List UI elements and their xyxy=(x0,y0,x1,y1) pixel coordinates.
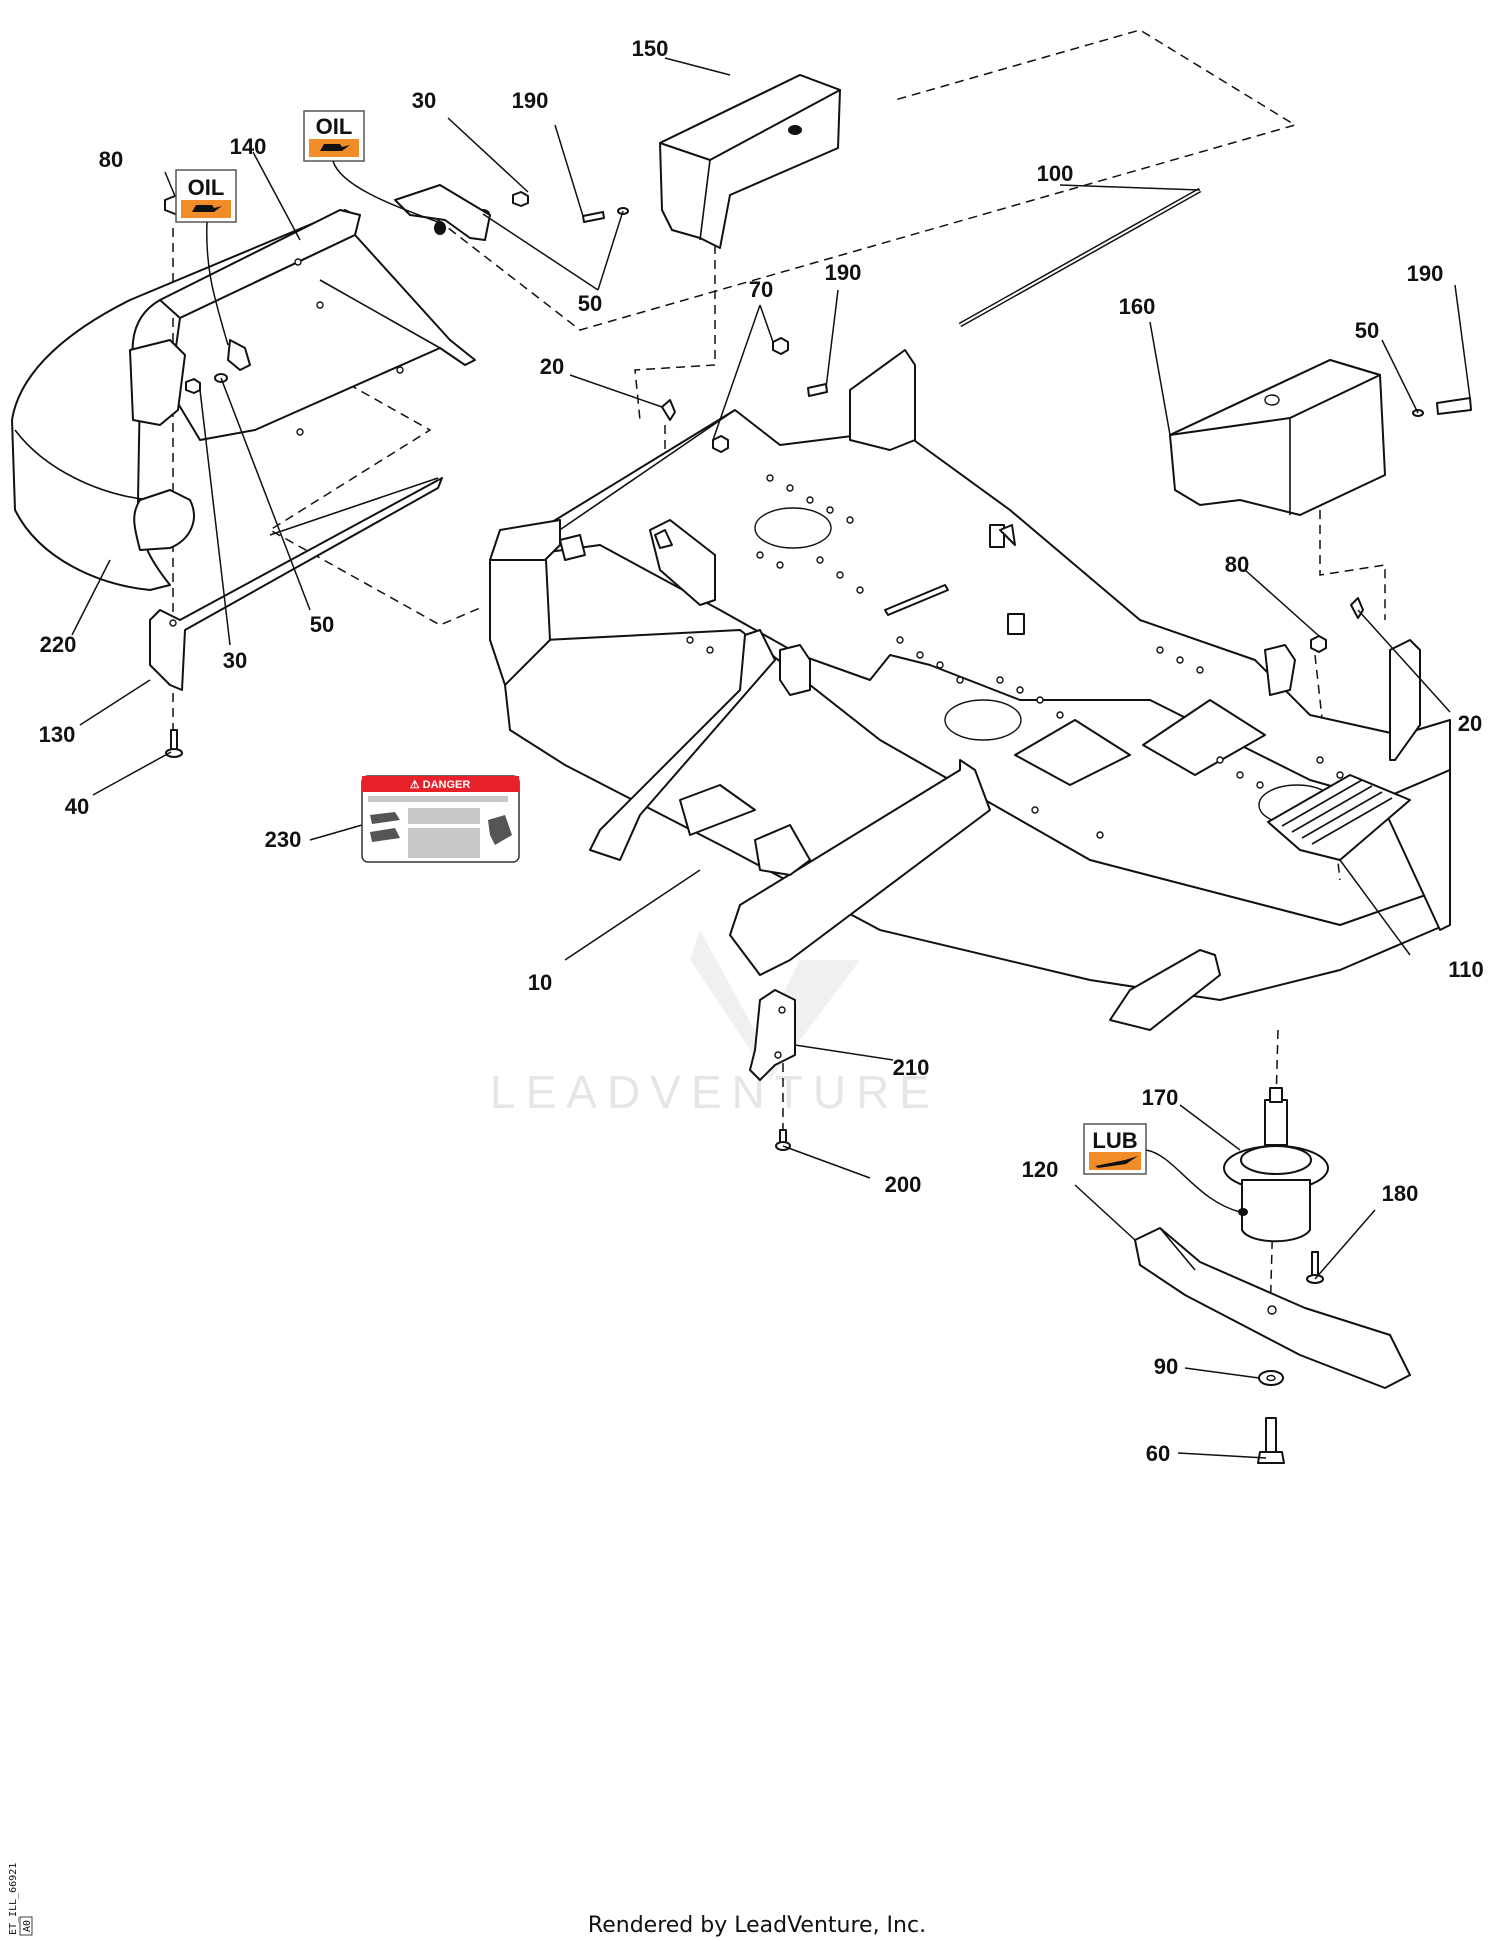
callout-190-mid: 190 xyxy=(825,260,862,285)
callout-130: 130 xyxy=(39,722,76,747)
side-rev-text: A0 xyxy=(22,1920,33,1932)
bolt-190-right xyxy=(1436,397,1472,415)
nut-30-lower xyxy=(185,378,201,394)
blade-120[interactable] xyxy=(1134,1227,1411,1389)
callout-20-left: 20 xyxy=(540,354,564,379)
mower-deck-10[interactable] xyxy=(489,349,1451,1031)
callout-40: 40 xyxy=(65,794,89,819)
oil-tag-2-text: OIL xyxy=(316,114,353,139)
leader-lines xyxy=(71,57,1471,1459)
rod-100[interactable] xyxy=(958,187,1202,328)
footer-text: Rendered by LeadVenture, Inc. xyxy=(588,1913,926,1938)
screw-200[interactable] xyxy=(775,1129,791,1151)
callout-110: 110 xyxy=(1448,957,1484,982)
callout-60: 60 xyxy=(1146,1441,1170,1466)
screw-40[interactable] xyxy=(165,729,183,758)
callout-100: 100 xyxy=(1037,161,1074,186)
callout-230: 230 xyxy=(265,827,302,852)
callout-200: 200 xyxy=(885,1172,922,1197)
callout-labels: 10 20 20 30 30 40 50 50 50 60 70 80 80 9… xyxy=(39,36,1484,1466)
hinge-bracket xyxy=(394,184,491,241)
grease-gun-icon xyxy=(1089,1152,1141,1170)
callout-170: 170 xyxy=(1142,1085,1179,1110)
side-code: ET_ILL_66921 A0 xyxy=(8,1863,33,1936)
callout-160: 160 xyxy=(1119,294,1156,319)
belt-cover-150[interactable] xyxy=(659,74,841,249)
watermark: LEADVENTURE xyxy=(490,930,940,1118)
nut-30-top xyxy=(512,191,529,207)
callout-120: 120 xyxy=(1022,1157,1059,1182)
deck-holes xyxy=(686,474,1344,839)
callout-70: 70 xyxy=(749,277,773,302)
callout-90: 90 xyxy=(1154,1354,1178,1379)
clip-20-right xyxy=(1350,597,1364,619)
watermark-text: LEADVENTURE xyxy=(490,1066,940,1118)
callout-180: 180 xyxy=(1382,1181,1419,1206)
decal-header-bar xyxy=(362,776,519,792)
nut-70-a xyxy=(772,337,789,355)
spindle-170[interactable] xyxy=(1223,1087,1329,1243)
callout-210: 210 xyxy=(893,1055,930,1080)
step-plate-110[interactable] xyxy=(1267,774,1411,861)
callout-140: 140 xyxy=(230,134,267,159)
bolt-190-mid xyxy=(807,383,828,397)
oil-tag-2: OIL xyxy=(303,110,439,223)
bracket-210[interactable] xyxy=(749,989,796,1081)
callout-10: 10 xyxy=(528,970,552,995)
callout-30-top: 30 xyxy=(412,88,436,113)
lub-tag-text: LUB xyxy=(1092,1128,1137,1153)
oil-tag-1-text: OIL xyxy=(188,175,225,200)
bolt-190-top xyxy=(582,211,605,223)
callout-190-right: 190 xyxy=(1407,261,1444,286)
callout-50-lower: 50 xyxy=(310,612,334,637)
chute-lower-bracket[interactable] xyxy=(133,477,443,691)
lub-tag: LUB xyxy=(1083,1123,1241,1213)
callout-190-top: 190 xyxy=(512,88,549,113)
bolt-60[interactable] xyxy=(1257,1417,1285,1464)
callout-80-left: 80 xyxy=(99,147,123,172)
oil-tag-1: OIL xyxy=(175,169,237,346)
danger-decal-230: ⚠ DANGER xyxy=(361,775,520,863)
callout-50-top: 50 xyxy=(578,291,602,316)
chute-side-plate[interactable] xyxy=(129,339,251,426)
chute-bracket-140[interactable] xyxy=(159,209,476,441)
callout-80-right: 80 xyxy=(1225,552,1249,577)
callout-50-right: 50 xyxy=(1355,318,1379,343)
washer-90[interactable] xyxy=(1258,1370,1284,1386)
side-code-text: ET_ILL_66921 xyxy=(8,1863,19,1935)
clip-20-left xyxy=(661,399,676,421)
callout-220: 220 xyxy=(40,632,77,657)
nut-70-b xyxy=(712,435,729,453)
callout-20-right: 20 xyxy=(1458,711,1482,736)
callout-30-lower: 30 xyxy=(223,648,247,673)
decal-header-text: ⚠ DANGER xyxy=(410,779,471,791)
callout-150: 150 xyxy=(632,36,669,61)
belt-cover-160[interactable] xyxy=(1169,359,1386,516)
nut-80-right xyxy=(1310,635,1327,653)
